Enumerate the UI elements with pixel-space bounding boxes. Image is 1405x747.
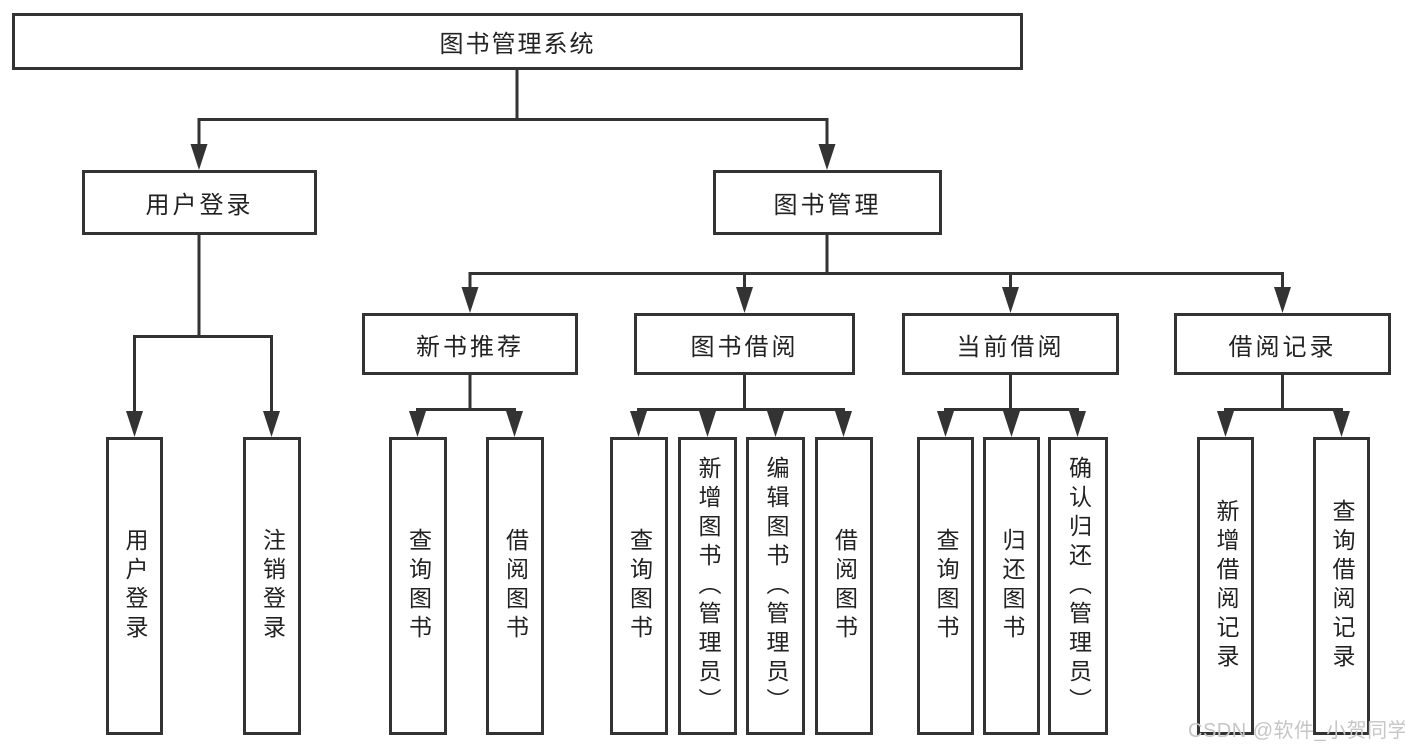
arrow-icon xyxy=(1217,411,1234,437)
leaf-return-books: 归还图书 xyxy=(983,437,1040,735)
leaf-label: 用户登录 xyxy=(122,528,148,644)
connector-book-borrow xyxy=(637,375,845,420)
leaf-label: 归还图书 xyxy=(999,528,1025,644)
arrow-icon xyxy=(1002,287,1019,313)
node-library-management-system: 图书管理系统 xyxy=(12,13,1023,70)
arrow-icon xyxy=(190,144,208,170)
leaf-query-books: 查询图书 xyxy=(917,437,974,735)
leaf-confirm-return-admin: 确认归还（管理员） xyxy=(1048,437,1108,735)
node-borrow-records: 借阅记录 xyxy=(1174,313,1391,375)
arrow-icon xyxy=(409,411,426,437)
arrow-icon xyxy=(263,411,280,437)
connector-user-login xyxy=(133,235,273,418)
connector-book-management xyxy=(468,235,1284,294)
csdn-watermark: CSDN @软件_小贺同学 xyxy=(1188,720,1405,742)
leaf-logout: 注销登录 xyxy=(243,437,301,735)
arrow-icon xyxy=(1003,411,1020,437)
arrow-icon xyxy=(835,411,852,437)
leaf-query-books: 查询图书 xyxy=(389,437,447,735)
arrowheads xyxy=(126,144,1350,437)
node-label: 用户登录 xyxy=(145,192,254,219)
node-label: 图书借阅 xyxy=(690,333,799,361)
node-book-management: 图书管理 xyxy=(713,170,942,235)
leaf-add-books-admin: 新增图书（管理员） xyxy=(678,437,737,735)
leaf-label: 查询图书 xyxy=(626,528,653,644)
arrow-icon xyxy=(767,411,784,437)
leaf-label: 借阅图书 xyxy=(831,528,858,644)
connector-root xyxy=(197,69,829,150)
leaf-label: 借阅图书 xyxy=(502,528,529,644)
leaf-query-borrow-record: 查询借阅记录 xyxy=(1313,437,1370,735)
leaf-label: 查询借阅记录 xyxy=(1329,499,1355,673)
leaf-user-login: 用户登录 xyxy=(106,437,163,735)
arrow-icon xyxy=(699,411,716,437)
arrow-icon xyxy=(1333,411,1350,437)
leaf-label: 注销登录 xyxy=(259,528,286,644)
node-label: 图书管理系统 xyxy=(439,31,596,58)
node-user-login: 用户登录 xyxy=(82,170,317,235)
node-label: 新书推荐 xyxy=(416,333,524,361)
leaf-label: 查询图书 xyxy=(405,528,432,644)
node-book-borrow: 图书借阅 xyxy=(634,313,855,375)
arrow-icon xyxy=(1069,411,1086,437)
node-label: 图书管理 xyxy=(773,192,882,219)
node-new-book-recommend: 新书推荐 xyxy=(362,313,578,375)
node-label: 借阅记录 xyxy=(1228,333,1337,361)
arrow-icon xyxy=(736,287,753,313)
node-current-borrow: 当前借阅 xyxy=(902,313,1119,375)
connector-new-book-recommend xyxy=(416,375,516,420)
arrow-icon xyxy=(126,411,143,437)
arrow-icon xyxy=(506,411,523,437)
leaf-query-books: 查询图书 xyxy=(610,437,668,735)
leaf-label: 确认归还（管理员） xyxy=(1065,455,1092,717)
node-label: 当前借阅 xyxy=(956,333,1065,361)
arrow-icon xyxy=(1274,287,1291,313)
leaf-label: 查询图书 xyxy=(933,528,959,644)
arrow-icon xyxy=(630,411,647,437)
leaf-borrow-books: 借阅图书 xyxy=(486,437,544,735)
arrow-icon xyxy=(461,287,479,313)
arrow-icon xyxy=(818,144,836,170)
arrow-icon xyxy=(937,411,954,437)
leaf-borrow-books: 借阅图书 xyxy=(815,437,873,735)
leaf-add-borrow-record: 新增借阅记录 xyxy=(1197,437,1254,735)
leaf-edit-books-admin: 编辑图书（管理员） xyxy=(746,437,805,735)
leaf-label: 新增图书（管理员） xyxy=(695,455,721,717)
leaf-label: 编辑图书（管理员） xyxy=(763,455,789,717)
leaf-label: 新增借阅记录 xyxy=(1213,499,1239,673)
connector-borrow-records xyxy=(1224,375,1343,420)
